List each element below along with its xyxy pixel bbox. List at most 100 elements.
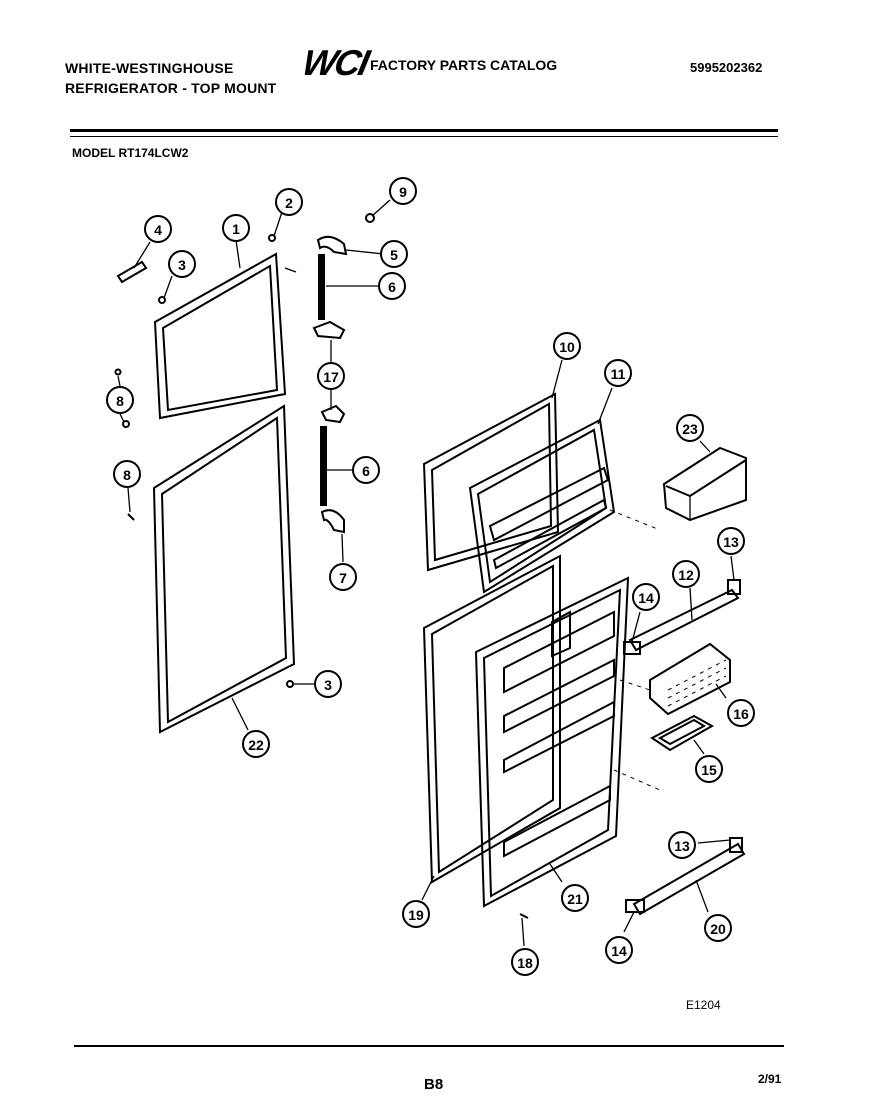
callout-c6b: 6 bbox=[352, 456, 380, 484]
header-rule-thick bbox=[70, 129, 778, 132]
manufacturer-title: WHITE-WESTINGHOUSE REFRIGERATOR - TOP MO… bbox=[65, 58, 276, 98]
catalog-date: 2/91 bbox=[758, 1072, 782, 1086]
catalog-title: FACTORY PARTS CATALOG bbox=[370, 57, 558, 73]
callout-label: 23 bbox=[682, 421, 698, 437]
callout-c8a: 8 bbox=[106, 386, 134, 414]
callout-c20: 20 bbox=[704, 914, 732, 942]
shelf-rail-lower-drawing bbox=[625, 837, 746, 916]
callout-circle bbox=[242, 730, 270, 758]
callout-label: 8 bbox=[123, 467, 131, 483]
callout-label: 14 bbox=[611, 943, 627, 959]
callout-circle bbox=[672, 560, 700, 588]
callout-c22: 22 bbox=[242, 730, 270, 758]
callout-circle bbox=[329, 563, 357, 591]
callout-label: 2 bbox=[285, 195, 293, 211]
callout-c12: 12 bbox=[672, 560, 700, 588]
callout-c14a: 14 bbox=[632, 583, 660, 611]
callout-c3a: 3 bbox=[168, 250, 196, 278]
callout-c15: 15 bbox=[695, 755, 723, 783]
callout-circle bbox=[317, 362, 345, 390]
callout-c16: 16 bbox=[727, 699, 755, 727]
callout-label: 13 bbox=[674, 838, 690, 854]
freezer-door-liner-drawing bbox=[468, 418, 616, 594]
callout-label: 15 bbox=[701, 762, 717, 778]
callout-label: 5 bbox=[390, 247, 398, 263]
callout-circle bbox=[727, 699, 755, 727]
callout-circle bbox=[717, 527, 745, 555]
callout-circle bbox=[704, 914, 732, 942]
callout-c11: 11 bbox=[604, 359, 632, 387]
callout-label: 13 bbox=[723, 534, 739, 550]
callout-circle bbox=[275, 188, 303, 216]
callout-circle bbox=[222, 214, 250, 242]
egg-tray-drawing bbox=[650, 714, 715, 752]
callout-c23: 23 bbox=[676, 414, 704, 442]
freezer-door-gasket-drawing bbox=[153, 252, 297, 420]
callout-circle bbox=[314, 670, 342, 698]
footer-rule bbox=[74, 1045, 784, 1047]
callout-circle bbox=[380, 240, 408, 268]
manufacturer-name: WHITE-WESTINGHOUSE bbox=[65, 60, 234, 76]
callout-label: 3 bbox=[324, 677, 332, 693]
callout-c18: 18 bbox=[511, 948, 539, 976]
header-rule-thin bbox=[70, 136, 778, 137]
callout-circle bbox=[511, 948, 539, 976]
page-number: B8 bbox=[424, 1076, 444, 1093]
callout-label: 1 bbox=[232, 221, 240, 237]
callout-circle bbox=[632, 583, 660, 611]
callout-c10: 10 bbox=[553, 332, 581, 360]
callout-c14b: 14 bbox=[605, 936, 633, 964]
callout-label: 6 bbox=[362, 463, 370, 479]
fresh-food-inner-gasket-drawing bbox=[422, 554, 561, 884]
callout-label: 22 bbox=[248, 737, 264, 753]
callout-label: 17 bbox=[323, 369, 339, 385]
callout-label: 20 bbox=[710, 921, 726, 937]
callout-circle bbox=[389, 177, 417, 205]
callout-label: 7 bbox=[339, 570, 347, 586]
callout-c8b: 8 bbox=[113, 460, 141, 488]
callout-circle bbox=[604, 359, 632, 387]
callout-c7: 7 bbox=[329, 563, 357, 591]
callout-circle bbox=[378, 272, 406, 300]
butter-compartment-drawing bbox=[649, 642, 731, 716]
callout-label: 16 bbox=[733, 706, 749, 722]
callout-label: 9 bbox=[399, 184, 407, 200]
callout-circle bbox=[553, 332, 581, 360]
callout-circle bbox=[676, 414, 704, 442]
callout-c2: 2 bbox=[275, 188, 303, 216]
fresh-food-door-liner-drawing bbox=[474, 576, 630, 908]
callout-circle bbox=[352, 456, 380, 484]
callout-c21: 21 bbox=[561, 884, 589, 912]
callout-c6a: 6 bbox=[378, 272, 406, 300]
callout-label: 11 bbox=[611, 366, 626, 382]
callout-c9: 9 bbox=[389, 177, 417, 205]
callout-circle bbox=[695, 755, 723, 783]
callout-c13a: 13 bbox=[717, 527, 745, 555]
catalog-part-number: 5995202362 bbox=[690, 60, 763, 75]
screw-drawings bbox=[114, 213, 529, 919]
callout-circle bbox=[113, 460, 141, 488]
callout-label: 18 bbox=[517, 955, 533, 971]
callout-circle bbox=[144, 215, 172, 243]
hinge-assembly-drawing bbox=[312, 235, 348, 534]
callout-label: 10 bbox=[559, 339, 575, 355]
handle-trim-drawing bbox=[116, 260, 148, 284]
freezer-inner-gasket-drawing bbox=[422, 392, 560, 572]
callout-circle bbox=[402, 900, 430, 928]
callout-c3b: 3 bbox=[314, 670, 342, 698]
callout-c13b: 13 bbox=[668, 831, 696, 859]
callout-c5: 5 bbox=[380, 240, 408, 268]
callout-label: 6 bbox=[388, 279, 396, 295]
callout-label: 19 bbox=[408, 907, 424, 923]
callout-c19: 19 bbox=[402, 900, 430, 928]
callout-circle bbox=[561, 884, 589, 912]
callout-label: 21 bbox=[567, 891, 583, 907]
product-line: REFRIGERATOR - TOP MOUNT bbox=[65, 80, 277, 96]
callout-label: 14 bbox=[638, 590, 654, 606]
callout-circle bbox=[168, 250, 196, 278]
callout-label: 12 bbox=[678, 567, 694, 583]
callout-label: 4 bbox=[154, 222, 162, 238]
fresh-food-door-gasket-drawing bbox=[152, 404, 296, 734]
